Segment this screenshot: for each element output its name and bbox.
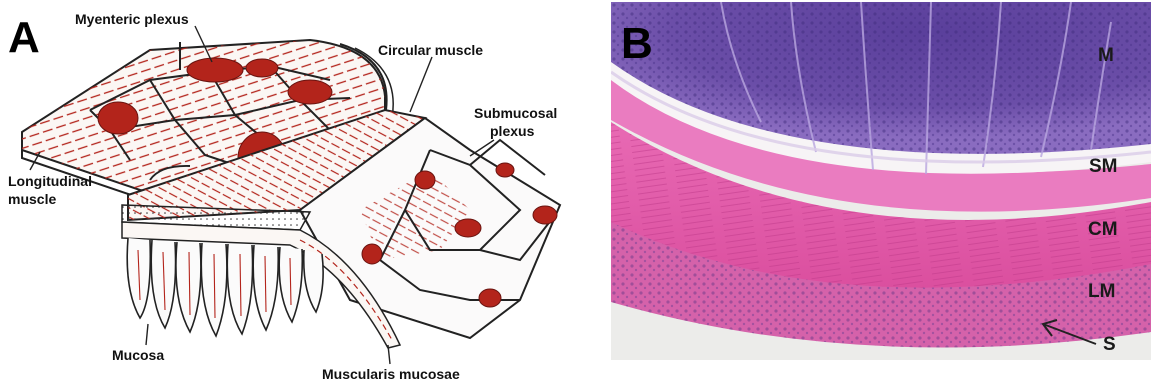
label-longitudinal-muscle-line1: Longitudinal (8, 173, 92, 189)
label-mucosa: Mucosa (112, 347, 164, 363)
label-circular-muscle: Circular muscle (378, 42, 483, 58)
label-sm: SM (1089, 156, 1118, 177)
label-m: M (1098, 45, 1114, 66)
label-longitudinal-muscle-line2: muscle (8, 191, 56, 207)
panel-b-histology-image: B M SM CM LM S (611, 2, 1151, 360)
label-submucosal-plexus-line1: Submucosal (474, 105, 557, 121)
label-cm: CM (1088, 219, 1118, 240)
panel-a-letter: A (8, 13, 40, 62)
label-myenteric-plexus: Myenteric plexus (75, 11, 189, 27)
label-submucosal-plexus-line2: plexus (490, 123, 535, 139)
label-muscularis-mucosae: Muscularis mucosae (322, 366, 460, 382)
mucosa-villi (127, 238, 323, 336)
label-s: S (1103, 334, 1116, 355)
panel-a-gut-wall-diagram: A (0, 0, 600, 385)
panel-b-letter: B (621, 19, 653, 68)
label-lm: LM (1088, 281, 1115, 302)
